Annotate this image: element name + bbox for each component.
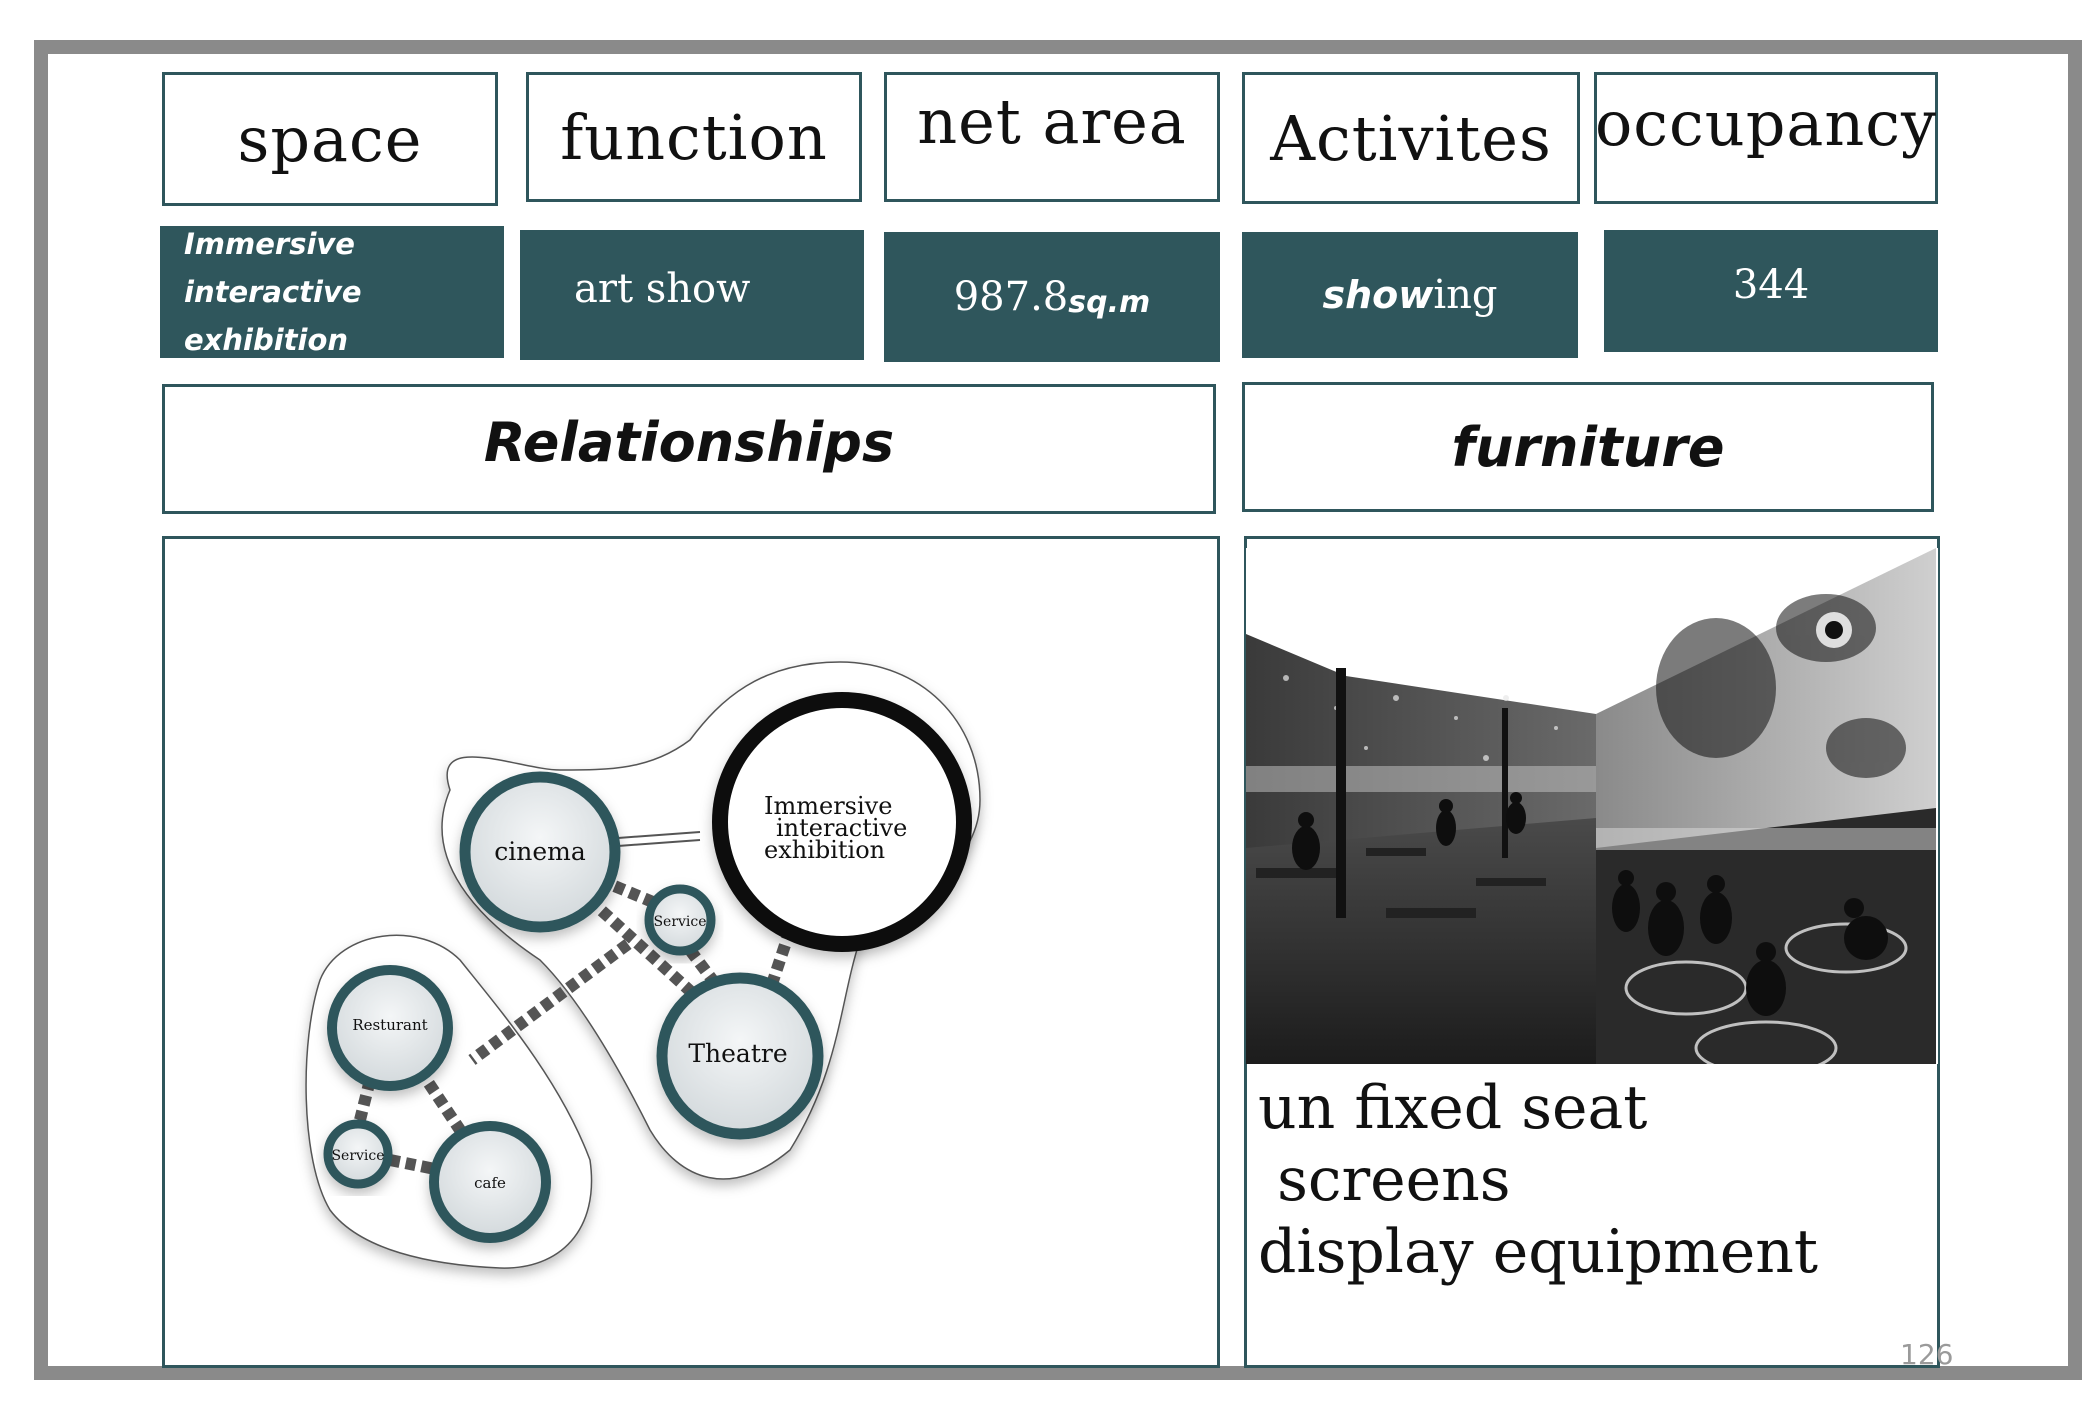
furniture-list: un fixed seat screens display equipment — [1258, 1072, 1818, 1288]
header-space: space — [162, 72, 498, 206]
value-activities-rest: ing — [1433, 272, 1498, 318]
value-net-area-number: 987.8 — [953, 274, 1069, 320]
value-occupancy-label: 344 — [1732, 262, 1810, 308]
value-activities-bold: show — [1322, 273, 1434, 317]
header-net-area: net area — [884, 72, 1220, 202]
relationships-title-box: Relationships — [162, 384, 1216, 514]
value-space: Immersive interactive exhibition — [160, 226, 504, 358]
header-space-label: space — [237, 102, 423, 176]
value-function-label: art show — [574, 266, 751, 312]
header-function: function — [526, 72, 862, 202]
value-net-area-unit: sq.m — [1068, 284, 1151, 320]
furniture-item: un fixed seat — [1258, 1073, 1648, 1143]
relationships-title: Relationships — [483, 410, 895, 474]
value-space-line1: Immersive interactive — [184, 227, 362, 309]
furniture-item: screens — [1258, 1145, 1511, 1215]
header-activities-label: Activites — [1270, 101, 1552, 175]
header-activities: Activites — [1242, 72, 1580, 204]
page-number: 126 — [1900, 1338, 1954, 1371]
header-function-label: function — [560, 100, 828, 174]
header-occupancy: occupancy — [1594, 72, 1938, 204]
value-space-line2: exhibition — [184, 323, 349, 357]
furniture-title: furniture — [1451, 415, 1725, 479]
value-occupancy: 344 — [1604, 230, 1938, 352]
value-function: art show — [520, 230, 864, 360]
relationships-panel — [162, 536, 1220, 1368]
header-occupancy-label: occupancy — [1594, 87, 1938, 160]
header-net-area-label: net area — [917, 85, 1187, 158]
furniture-title-box: furniture — [1242, 382, 1934, 512]
furniture-item: display equipment — [1258, 1217, 1819, 1287]
page-frame — [34, 40, 2082, 1380]
furniture-photo — [1246, 548, 1938, 1064]
